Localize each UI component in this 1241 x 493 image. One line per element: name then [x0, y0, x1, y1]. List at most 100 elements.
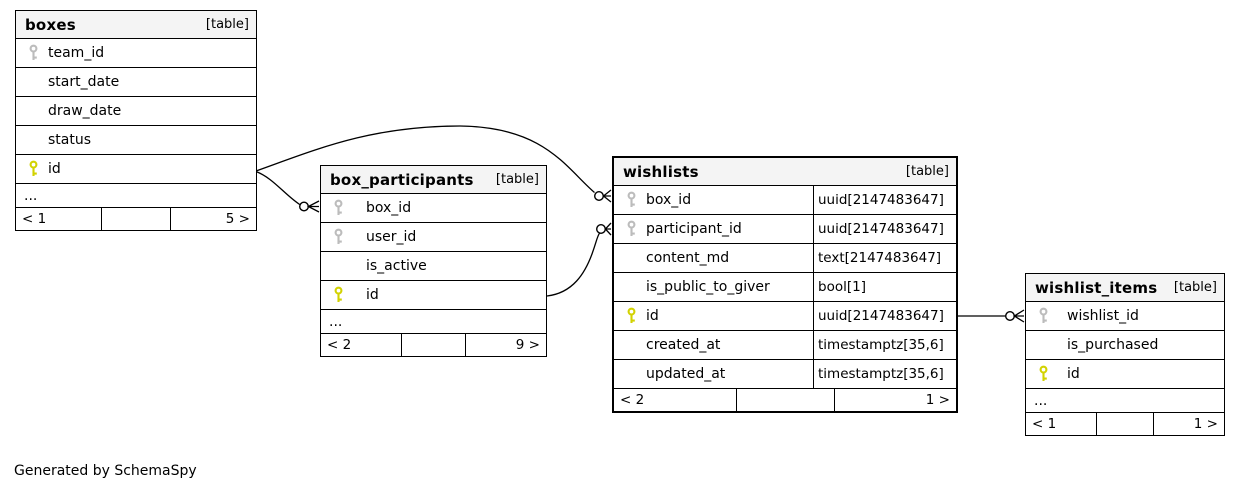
table-header: wishlist_items [table] [1026, 274, 1224, 302]
foreign-key-icon [625, 220, 638, 238]
table-footer: < 1 1 > [1026, 413, 1224, 435]
column-row: user_id [321, 223, 546, 252]
primary-key-icon [625, 307, 638, 325]
hidden-columns-ellipsis: ... [1026, 389, 1224, 413]
footer-parent-count: < 2 [614, 389, 738, 411]
footer-child-count: 9 > [515, 337, 540, 353]
foreign-key-icon [332, 199, 345, 217]
column-name: created_at [646, 337, 721, 353]
table-wishlist_items[interactable]: wishlist_items [table] wishlist_id is_purch… [1025, 273, 1225, 436]
footer-parent-count: < 1 [1026, 413, 1098, 435]
footer-middle-cell [1097, 413, 1154, 435]
column-name-cell: participant_id [614, 215, 813, 243]
column-name: id [1067, 366, 1080, 382]
column-name: box_id [366, 200, 412, 216]
column-row: box_id [321, 194, 546, 223]
column-row: box_id uuid[2147483647] [614, 186, 956, 215]
column-name: id [48, 161, 61, 177]
table-box_participants[interactable]: box_participants [table] box_id user_id is_a… [320, 165, 547, 357]
hidden-columns-ellipsis: ... [321, 310, 546, 334]
table-footer: < 2 1 > [614, 389, 956, 411]
foreign-key-icon [332, 228, 345, 246]
relationship-wishlists-wishlist_items [958, 309, 1025, 323]
column-name-cell: is_active [321, 252, 546, 280]
column-name-cell: wishlist_id [1026, 302, 1224, 330]
column-name: user_id [366, 229, 417, 245]
column-name: start_date [48, 74, 120, 90]
footer-middle-cell [402, 334, 467, 356]
table-name: wishlist_items [1035, 278, 1158, 297]
column-name: content_md [646, 250, 730, 266]
column-row: start_date [16, 68, 256, 97]
column-type: uuid[2147483647] [813, 302, 956, 330]
column-row: wishlist_id [1026, 302, 1224, 331]
column-row: status [16, 126, 256, 155]
column-row: id [321, 281, 546, 310]
column-type: timestamptz[35,6] [813, 331, 956, 359]
table-name: boxes [25, 15, 76, 34]
column-name: box_id [646, 192, 692, 208]
column-name-cell: box_id [614, 186, 813, 214]
column-row: id [1026, 360, 1224, 389]
foreign-key-icon [625, 191, 638, 209]
column-name-cell: id [614, 302, 813, 330]
footer-middle-cell [737, 389, 835, 411]
primary-key-icon [1037, 365, 1050, 383]
column-name-cell: id [321, 281, 546, 309]
column-row: content_md text[2147483647] [614, 244, 956, 273]
column-row: updated_at timestamptz[35,6] [614, 360, 956, 389]
column-name-cell: id [16, 155, 256, 183]
footer-middle-cell [102, 208, 171, 230]
column-row: id uuid[2147483647] [614, 302, 956, 331]
column-name-cell: draw_date [16, 97, 256, 125]
foreign-key-icon [1037, 307, 1050, 325]
column-name: status [48, 132, 92, 148]
column-name: is_public_to_giver [646, 279, 770, 295]
column-name-cell: created_at [614, 331, 813, 359]
column-name-cell: content_md [614, 244, 813, 272]
column-row: id [16, 155, 256, 184]
primary-key-icon [332, 286, 345, 304]
table-type-badge: [table] [495, 172, 539, 187]
column-type: uuid[2147483647] [813, 186, 956, 214]
column-name-cell: user_id [321, 223, 546, 251]
table-header: boxes [table] [16, 11, 256, 39]
column-name: is_active [366, 258, 427, 274]
generator-note: Generated by SchemaSpy [14, 463, 197, 479]
column-row: is_purchased [1026, 331, 1224, 360]
column-name: id [646, 308, 659, 324]
table-type-badge: [table] [205, 17, 249, 32]
primary-key-icon [27, 160, 40, 178]
footer-child-count: 1 > [925, 392, 950, 408]
relationship-box_participants-wishlists [546, 222, 612, 297]
foreign-key-icon [27, 44, 40, 62]
footer-child-count: 5 > [225, 211, 250, 227]
column-row: is_active [321, 252, 546, 281]
column-type: text[2147483647] [813, 244, 956, 272]
table-name: box_participants [330, 170, 474, 189]
column-name: is_purchased [1067, 337, 1159, 353]
column-name-cell: box_id [321, 194, 546, 222]
relationship-boxes-wishlists [255, 125, 612, 203]
column-name: updated_at [646, 366, 726, 382]
column-name-cell: team_id [16, 39, 256, 67]
relationship-boxes-box_participants [255, 170, 320, 213]
column-type: timestamptz[35,6] [813, 360, 956, 388]
column-name: wishlist_id [1067, 308, 1139, 324]
table-header: box_participants [table] [321, 166, 546, 194]
column-row: draw_date [16, 97, 256, 126]
column-name: participant_id [646, 221, 742, 237]
table-type-badge: [table] [1173, 280, 1217, 295]
column-name-cell: updated_at [614, 360, 813, 388]
column-name-cell: is_public_to_giver [614, 273, 813, 301]
footer-child-count: 1 > [1193, 416, 1218, 432]
table-name: wishlists [623, 162, 699, 181]
